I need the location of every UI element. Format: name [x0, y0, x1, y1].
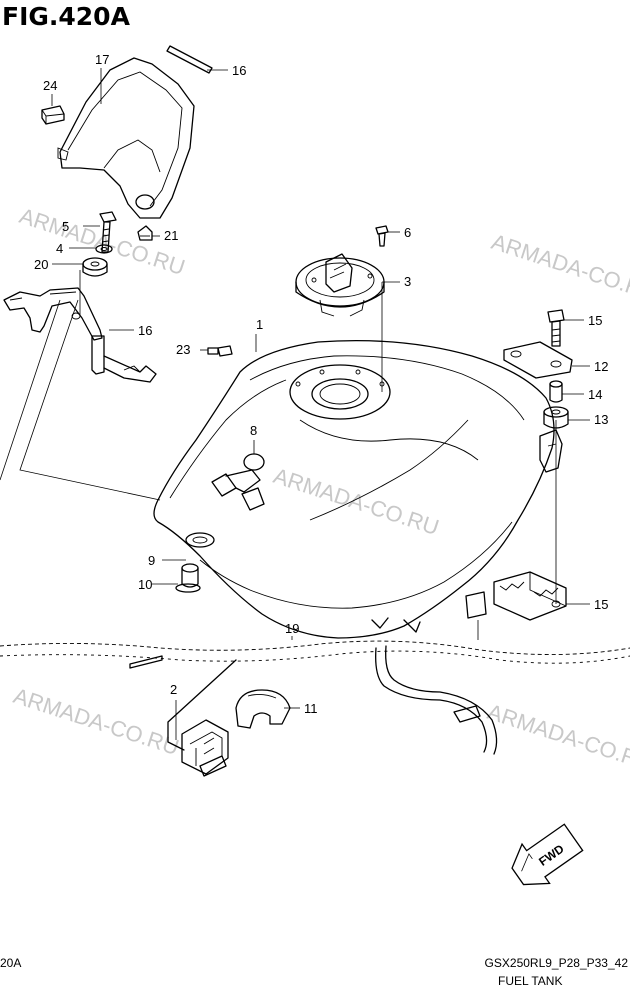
callout-17: 16 [138, 323, 152, 338]
part-11-clamp [235, 689, 291, 729]
leader-lines [0, 68, 590, 740]
callout-20: 19 [285, 621, 299, 636]
callout-14: 14 [588, 387, 602, 402]
callout-1: 1 [256, 317, 263, 332]
part-17-bracket [3, 287, 157, 383]
callout-9: 10 [138, 577, 152, 592]
part-25-block [41, 105, 65, 125]
watermark: ARMADA-CO.RU [10, 683, 182, 760]
part-1-fuel-tank [153, 339, 563, 639]
part-6-washer [95, 244, 113, 254]
part-14-collar [549, 380, 563, 403]
watermark: ARMADA-CO.RU [488, 229, 630, 306]
callout-4: 6 [404, 225, 411, 240]
callout-5: 8 [250, 423, 257, 438]
watermark: ARMADA-CO.RU [270, 463, 442, 540]
callout-18: 17 [95, 52, 109, 67]
part-23-clip [137, 225, 153, 241]
part-8-ring [185, 532, 215, 548]
callout-23: 21 [164, 228, 178, 243]
callout-21: 20 [34, 257, 48, 272]
part-15-rail [465, 571, 567, 621]
fwd-arrow: FWD [511, 823, 584, 886]
part-3-fuel-cap [295, 253, 385, 317]
part-4-screw [375, 225, 389, 247]
callout-15: 15 [594, 597, 608, 612]
callout-25: 24 [43, 78, 57, 93]
footer-model-code: GSX250RL9_P28_P33_42 [484, 956, 628, 970]
callout-12: 12 [594, 359, 608, 374]
part-9-damper [175, 563, 201, 593]
footer-section-title: FUEL TANK [498, 974, 563, 988]
callout-16: 15 [588, 313, 602, 328]
callout-2: 2 [170, 682, 177, 697]
callout-24: 23 [176, 342, 190, 357]
figure-title: FIG.420A [2, 2, 130, 31]
watermark: ARMADA-CO.RU [484, 699, 630, 776]
part-19-pin [166, 45, 213, 74]
callout-6: 4 [56, 241, 63, 256]
callouts: 16 17 24 5 4 20 21 16 23 1 6 3 15 12 14 … [34, 52, 608, 716]
part-16-bolt [547, 309, 565, 347]
part-12-plate [503, 341, 573, 379]
part-24-bolt [207, 345, 233, 357]
callout-8: 9 [148, 553, 155, 568]
part-21-grommet [82, 257, 108, 277]
part-20-hose [0, 640, 630, 755]
part-2-fuel-sender [129, 655, 237, 777]
part-18-tank-cover [57, 57, 195, 219]
callout-3: 3 [404, 274, 411, 289]
callout-19: 16 [232, 63, 246, 78]
part-5-hose [211, 453, 265, 511]
callout-10: 5 [62, 219, 69, 234]
callout-11: 11 [304, 701, 318, 716]
callout-13: 13 [594, 412, 608, 427]
watermarks: ARMADA-CO.RU ARMADA-CO.RU ARMADA-CO.RU A… [10, 203, 630, 776]
footer-fig-ref: 20A [0, 956, 22, 970]
